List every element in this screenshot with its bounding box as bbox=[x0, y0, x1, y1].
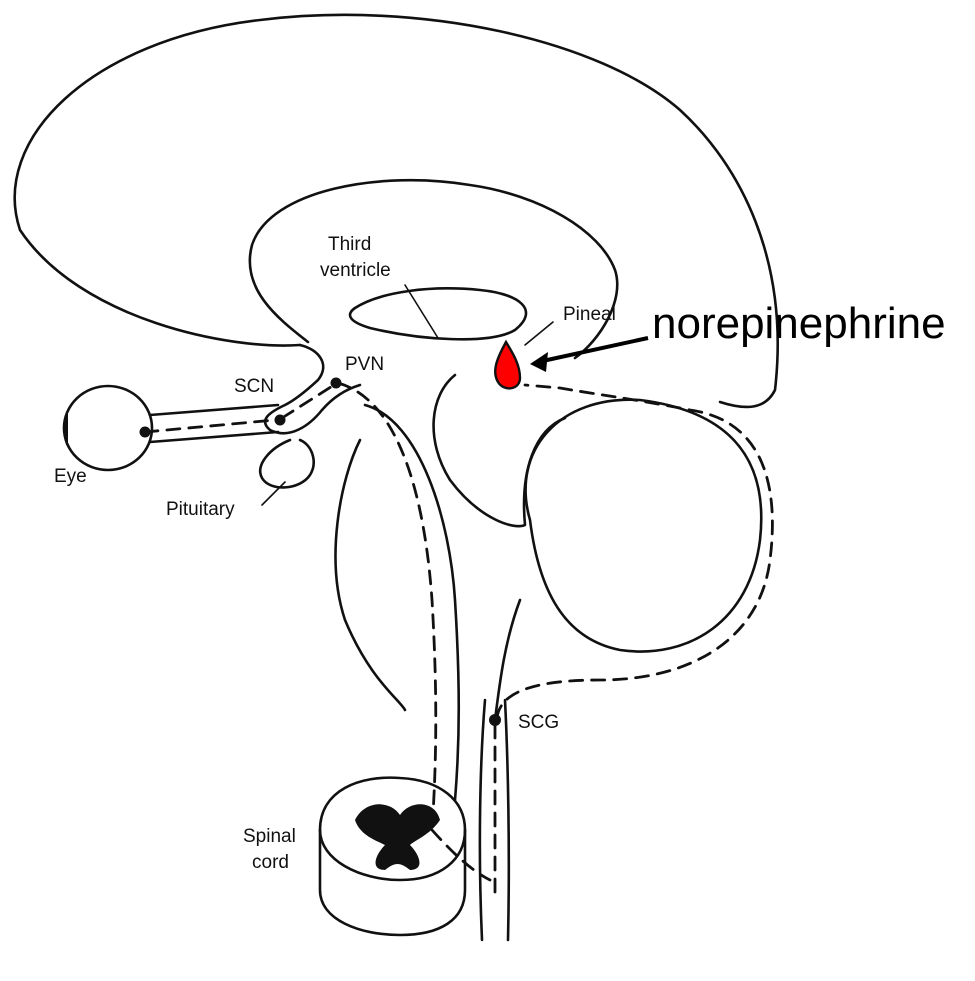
label-spinal: Spinal bbox=[243, 826, 296, 847]
optic-nerve-dashed bbox=[145, 420, 275, 432]
pvn-descending-path bbox=[338, 383, 436, 830]
brainstem-front bbox=[336, 440, 405, 710]
scg-to-pineal-path bbox=[497, 385, 772, 718]
cerebrum-outline bbox=[15, 15, 778, 407]
pineal-gland bbox=[495, 342, 520, 388]
label-third: Third bbox=[328, 234, 371, 255]
tectum-outline bbox=[434, 375, 565, 526]
brainstem-back bbox=[365, 405, 459, 800]
third-ventricle-pointer bbox=[405, 285, 438, 338]
brainstem-dorsal bbox=[495, 600, 520, 720]
label-pituitary: Pituitary bbox=[166, 499, 235, 520]
norepinephrine-arrowhead bbox=[530, 352, 548, 372]
label-cord: cord bbox=[252, 852, 289, 873]
spinal-gray-matter bbox=[355, 804, 440, 870]
label-pineal: Pineal bbox=[563, 304, 616, 325]
cerebellum-outline bbox=[526, 400, 762, 652]
label-scn: SCN bbox=[234, 376, 274, 397]
eye-pupil bbox=[64, 410, 69, 448]
pituitary-gland bbox=[260, 440, 313, 487]
label-scg: SCG bbox=[518, 712, 559, 733]
label-norepinephrine: norepinephrine bbox=[652, 299, 946, 348]
retina-neuron bbox=[140, 427, 151, 438]
fornix bbox=[350, 288, 526, 339]
label-pvn: PVN bbox=[345, 354, 384, 375]
scg-neuron bbox=[489, 714, 501, 726]
pineal-pointer bbox=[525, 322, 553, 345]
optic-nerve bbox=[150, 405, 278, 442]
label-ventricle: ventricle bbox=[320, 260, 391, 281]
label-eye: Eye bbox=[54, 466, 87, 487]
eye-globe bbox=[64, 386, 152, 470]
